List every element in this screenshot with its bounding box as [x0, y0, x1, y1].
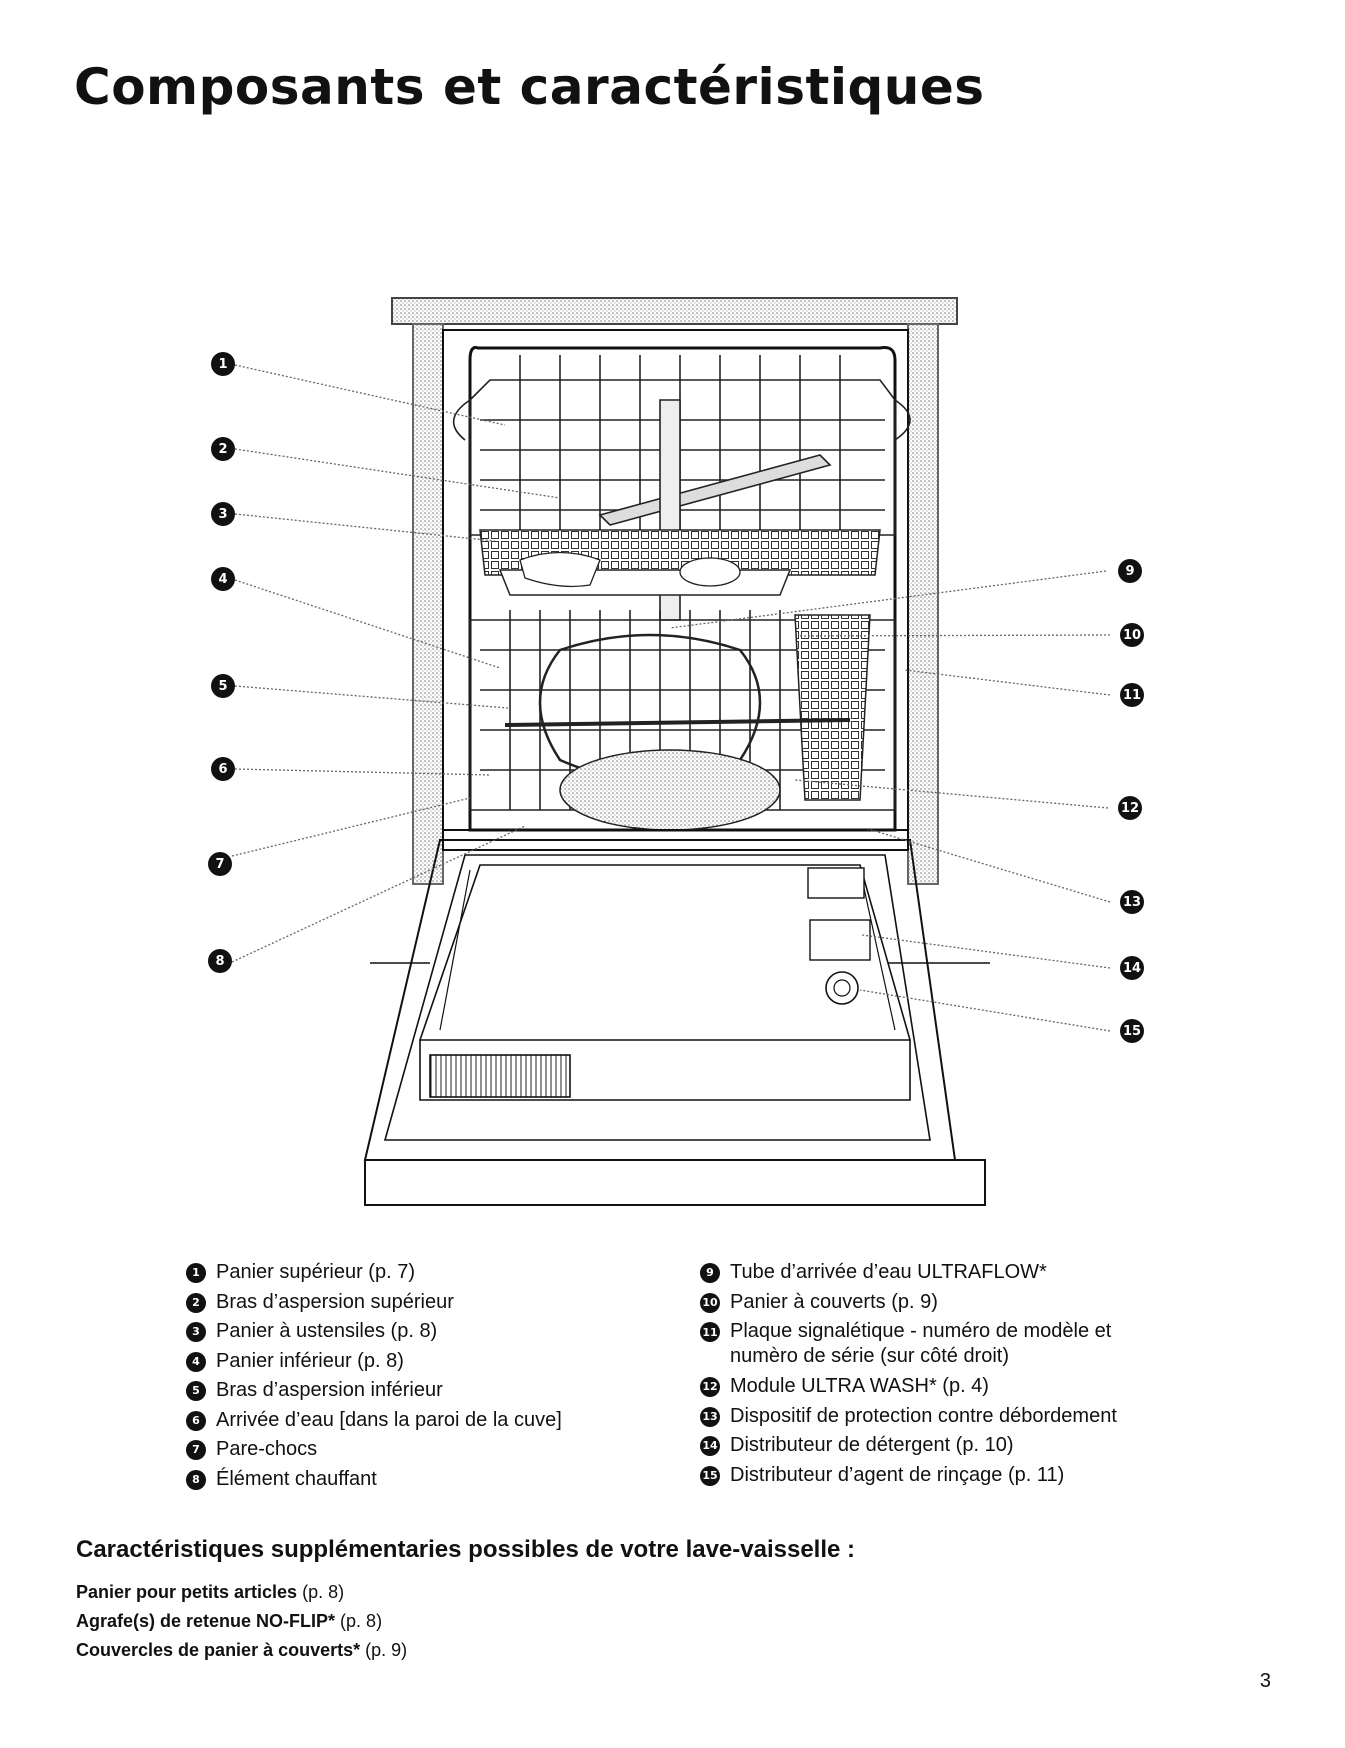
cabinet-right-wall — [907, 323, 939, 885]
legend-number: 11 — [700, 1322, 720, 1342]
dishwasher-door — [363, 839, 986, 1206]
lower-rack — [469, 610, 896, 831]
legend-number: 8 — [186, 1469, 206, 1490]
legend-number: 2 — [186, 1292, 206, 1313]
callout-1: 1 — [211, 352, 235, 376]
utensil-basket — [479, 529, 881, 596]
countertop — [391, 297, 958, 325]
legend-number: 13 — [700, 1406, 720, 1427]
callout-15: 15 — [1120, 1019, 1144, 1043]
legend-number: 3 — [186, 1322, 206, 1342]
legend-number: 1 — [186, 1263, 206, 1283]
callout-8: 8 — [208, 949, 232, 973]
legend-number: 6 — [186, 1410, 206, 1431]
legend-number: 12 — [700, 1377, 720, 1397]
rinse-aid-dispenser — [825, 971, 859, 1005]
callout-7: 7 — [208, 852, 232, 876]
callout-12: 12 — [1118, 796, 1142, 820]
leader-lines — [231, 364, 1111, 1032]
callout-9: 9 — [1118, 559, 1142, 583]
feature-item: Couvercles de panier à couverts* (p. 9) — [76, 1640, 408, 1660]
callout-10: 10 — [1120, 623, 1144, 647]
callout-6: 6 — [211, 757, 235, 781]
legend-number: 15 — [700, 1465, 720, 1486]
legend-number: 10 — [700, 1292, 720, 1313]
page-number: 3 — [1259, 1670, 1271, 1692]
callout-3: 3 — [211, 502, 235, 526]
callout-11: 11 — [1120, 683, 1144, 707]
features-heading: Caractéristiques supplémentaries possibl… — [76, 1536, 856, 1563]
door-vent — [429, 1054, 571, 1098]
legend-number: 14 — [700, 1436, 720, 1456]
features-list: Panier pour petits articles (p. 8) Agraf… — [76, 1578, 407, 1665]
callout-5: 5 — [211, 674, 235, 698]
feature-item: Panier pour petits articles (p. 8) — [76, 1582, 345, 1602]
cabinet-left-wall — [412, 323, 444, 885]
detergent-dispenser — [807, 867, 865, 899]
callout-14: 14 — [1120, 956, 1144, 980]
feature-item: Agrafe(s) de retenue NO-FLIP* (p. 8) — [76, 1611, 383, 1631]
callout-2: 2 — [211, 437, 235, 461]
dishwasher-diagram — [231, 297, 1111, 1206]
callout-13: 13 — [1120, 890, 1144, 914]
legend-number: 7 — [186, 1440, 206, 1460]
page-title: Composants et caractéristiques — [74, 58, 985, 116]
legend-number: 9 — [700, 1263, 720, 1283]
legend-number: 4 — [186, 1351, 206, 1372]
callout-4: 4 — [211, 567, 235, 591]
legend-number: 5 — [186, 1381, 206, 1401]
tub-outer — [442, 329, 909, 851]
